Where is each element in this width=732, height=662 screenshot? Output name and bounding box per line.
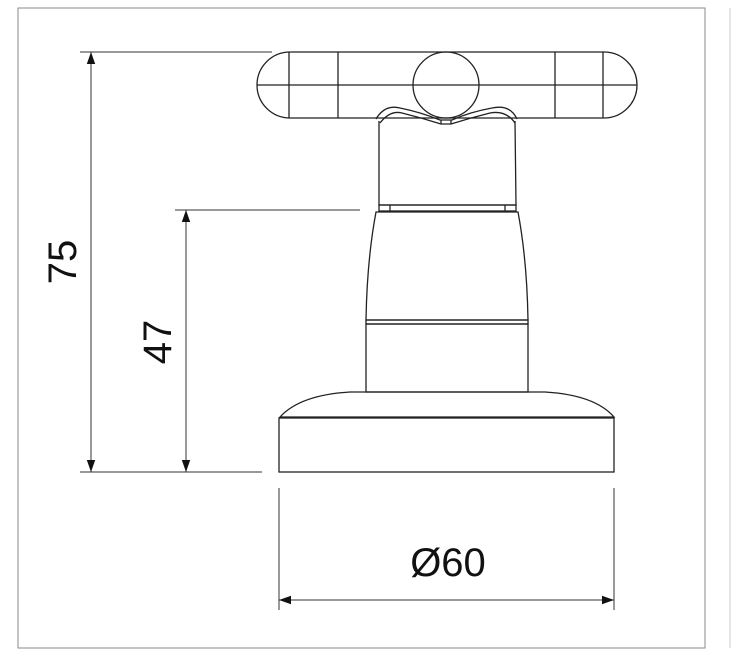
- dimension-47: 47: [136, 209, 360, 472]
- dimension-label-diameter: Ø60: [410, 541, 486, 585]
- cross-handle-bar: [256, 51, 638, 119]
- drawing-frame: [17, 7, 706, 649]
- stem: [365, 323, 529, 393]
- dimension-label-75: 75: [41, 240, 85, 285]
- tap-body: [278, 120, 616, 473]
- tap-handle: [256, 51, 638, 125]
- dimension-75: 75: [41, 51, 272, 473]
- dimension-label-47: 47: [136, 320, 180, 365]
- base-dome: [278, 391, 616, 418]
- dimension-diameter-60: Ø60: [278, 488, 615, 610]
- cap-sleeve: [378, 120, 517, 206]
- tapered-body: [365, 211, 529, 321]
- base-flange: [278, 417, 615, 473]
- handle-hub: [412, 51, 480, 119]
